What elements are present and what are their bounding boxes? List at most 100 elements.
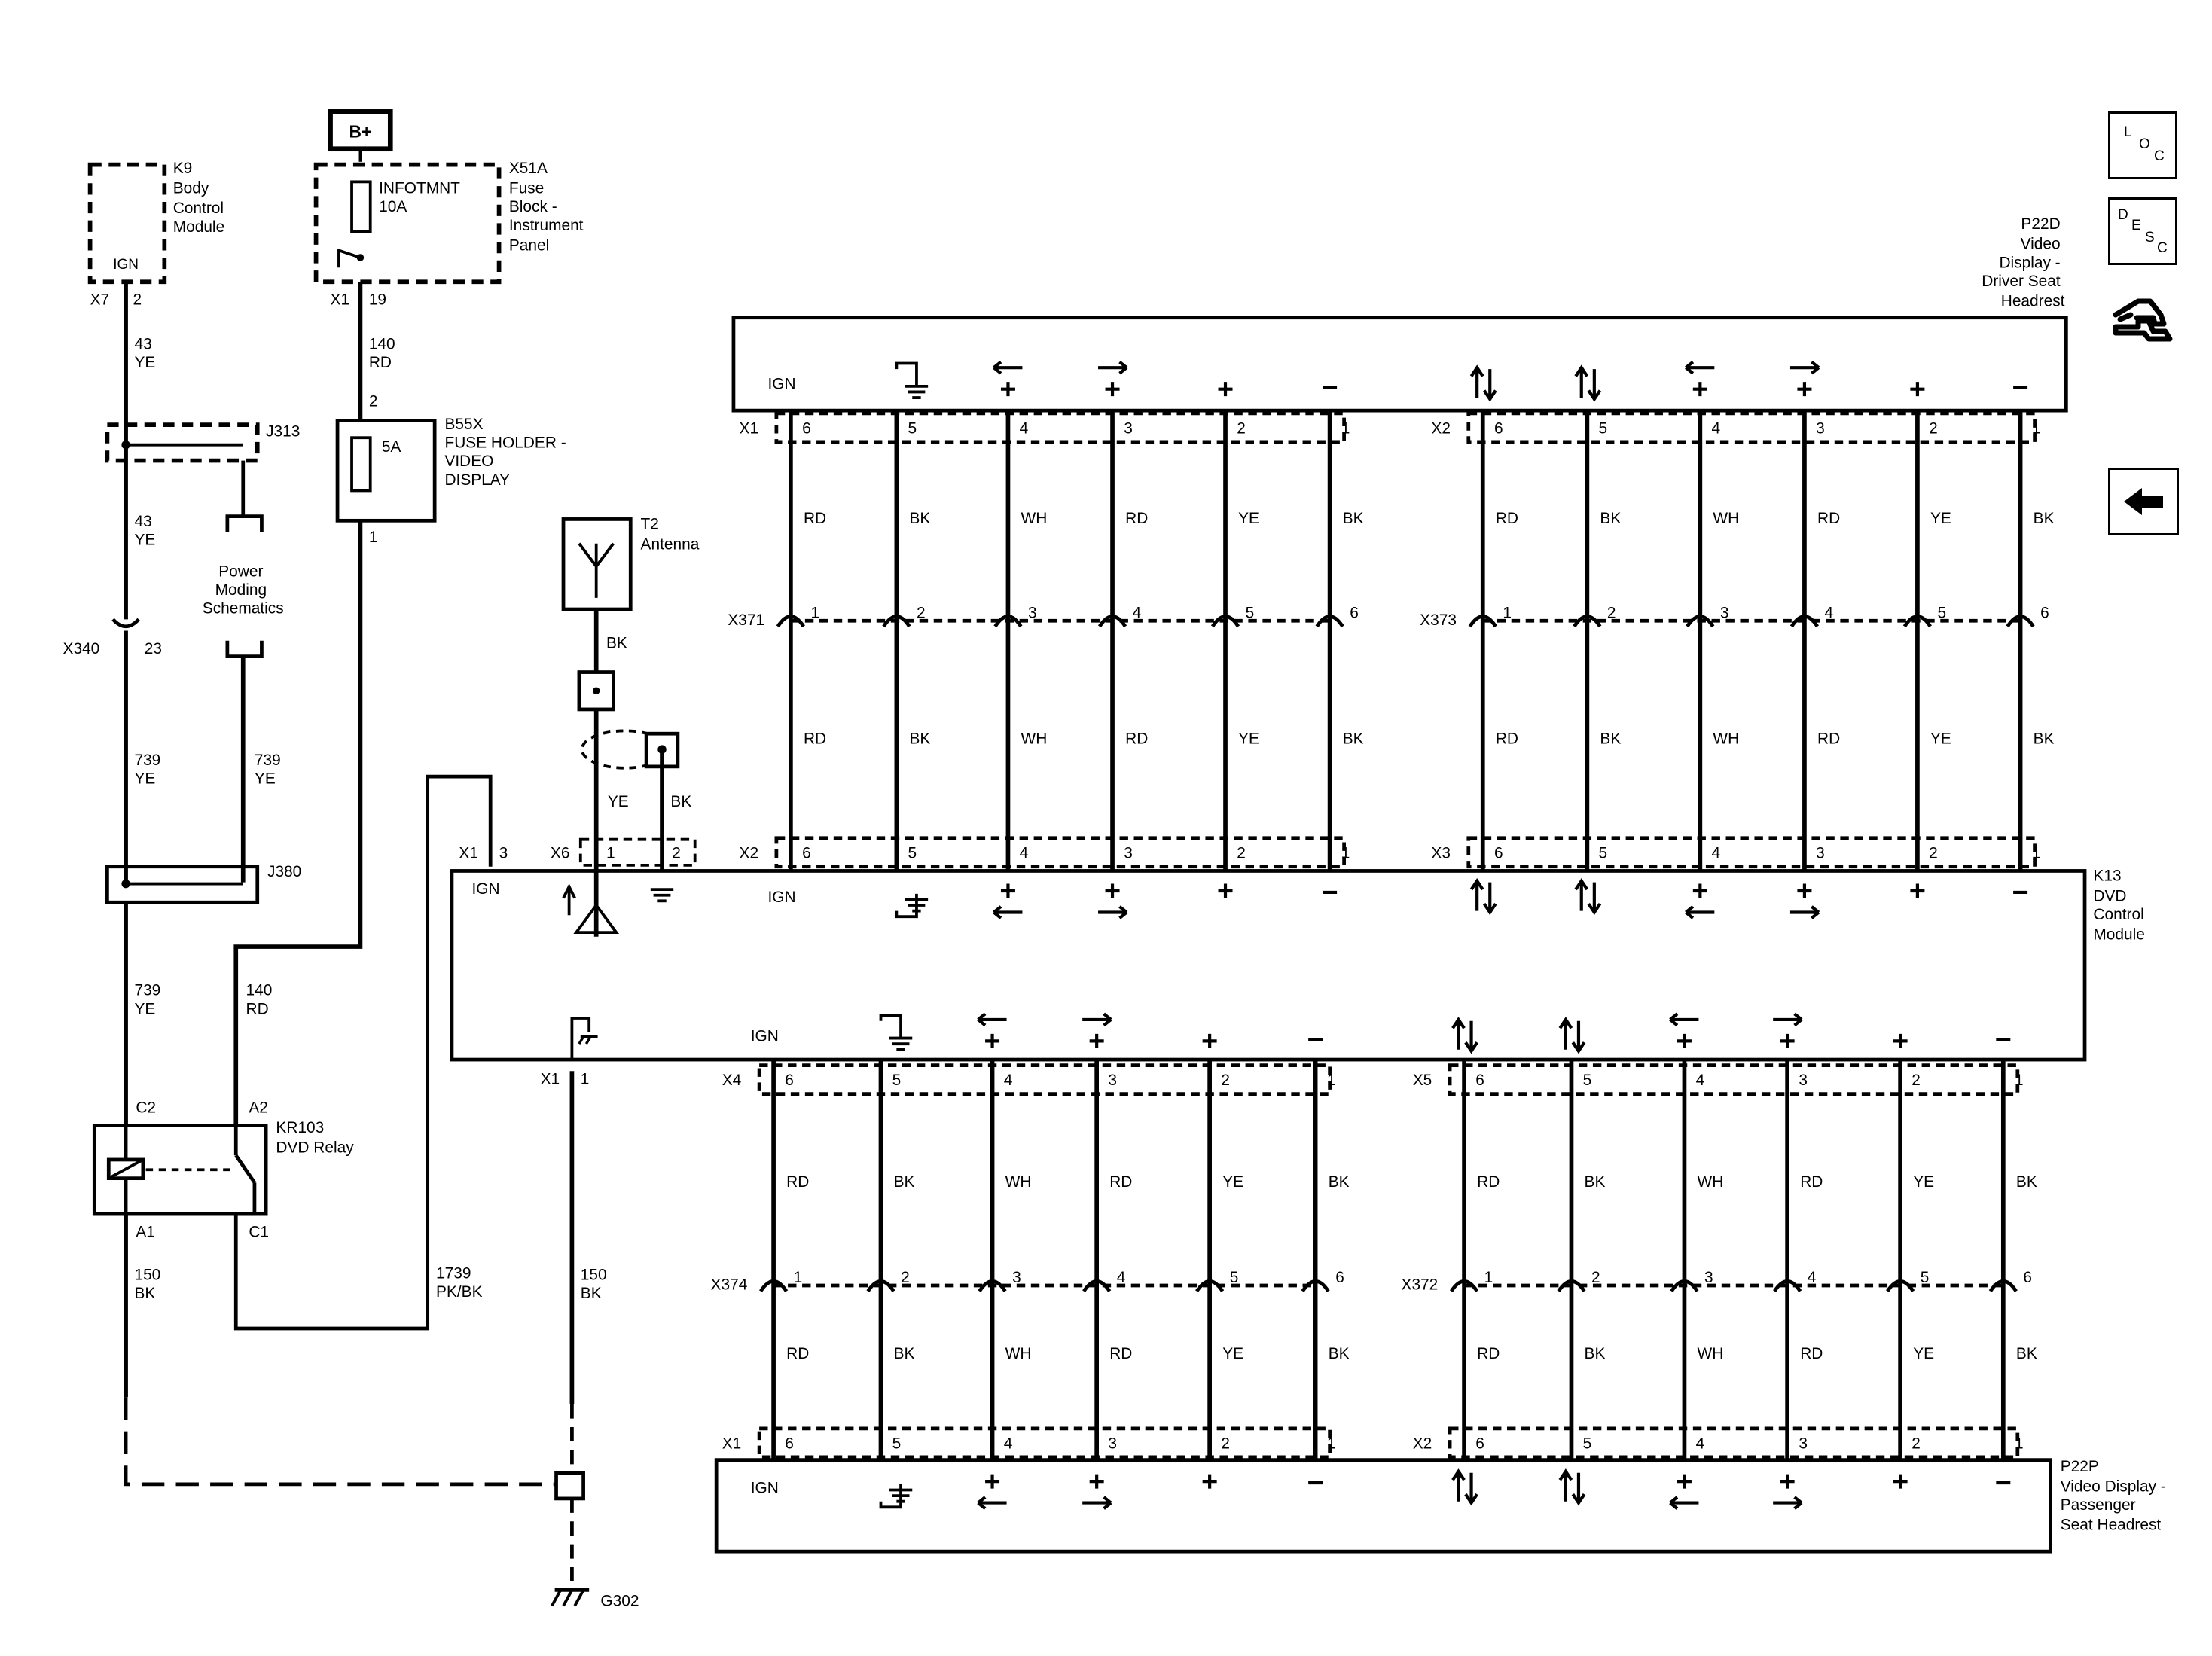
inline-connector-icon <box>1670 1279 1699 1292</box>
pin-number: 4 <box>1133 604 1142 621</box>
wire-color: BK <box>909 730 930 747</box>
power-moding-link[interactable]: Power Moding Schematics <box>203 563 284 617</box>
relay-switch-icon <box>234 1154 256 1184</box>
svg-text:YE: YE <box>608 793 629 810</box>
svg-text:1: 1 <box>606 844 615 862</box>
svg-text:BK: BK <box>670 793 691 810</box>
wire-color: BK <box>894 1173 915 1191</box>
fuse-infotmnt-label: INFOTMNT 10A <box>379 180 465 216</box>
wire-color: YE <box>1930 510 1951 527</box>
arrow-left-icon <box>1685 905 1715 919</box>
pin-number: 5 <box>892 1072 902 1089</box>
pin-number: 4 <box>1004 1435 1013 1452</box>
connector-tool-button[interactable] <box>2108 285 2177 352</box>
fuse-infotmnt-icon <box>350 180 372 233</box>
pin-number: 2 <box>1911 1072 1921 1089</box>
wire-color: BK <box>2016 1345 2037 1362</box>
ign-label: IGN <box>751 1027 779 1045</box>
pin-number: 1 <box>810 604 819 621</box>
j313-splice <box>105 422 260 463</box>
pin-number: 5 <box>1921 1269 1930 1286</box>
plus-icon <box>1089 1033 1104 1048</box>
pin-number: 6 <box>1350 604 1359 621</box>
inline-connector-icon <box>1773 1279 1802 1292</box>
svg-text:C2: C2 <box>136 1099 156 1116</box>
arrow-right-icon <box>1789 905 1820 919</box>
back-button[interactable] <box>2108 468 2179 535</box>
plus-icon <box>1202 1474 1217 1489</box>
k9-connector: X7 <box>90 291 110 309</box>
svg-text:X1: X1 <box>459 844 478 862</box>
pin-number: 2 <box>1591 1269 1600 1286</box>
pin-number: 6 <box>785 1435 794 1452</box>
pin-number: 3 <box>1799 1072 1808 1089</box>
pin-number: 4 <box>1825 604 1834 621</box>
plus-icon <box>1692 883 1707 898</box>
wire-color: YE <box>1238 510 1259 527</box>
plus-icon <box>985 1033 1000 1048</box>
inline-connector-icon <box>1789 615 1820 628</box>
pin-number: 3 <box>1799 1435 1808 1452</box>
pin-number: 6 <box>1494 844 1503 862</box>
kr103-dvd-relay <box>92 1124 268 1216</box>
wire-color: RD <box>1800 1345 1823 1362</box>
svg-text:B+: B+ <box>349 122 372 142</box>
arrow-right-icon <box>1098 360 1128 375</box>
loc-button[interactable]: L O C <box>2108 111 2177 179</box>
connector-label: X2 <box>1431 420 1451 438</box>
wire-color: BK <box>909 510 930 527</box>
pin-number: 3 <box>1108 1072 1117 1089</box>
pin-number: 3 <box>1124 844 1133 862</box>
inline-connector-icon <box>1301 1279 1330 1292</box>
plus-icon <box>1910 883 1925 898</box>
desc-button[interactable]: D E S C <box>2108 197 2177 265</box>
inline-connector-label: X373 <box>1420 611 1457 629</box>
inline-connector-icon <box>1315 615 1344 628</box>
svg-text:5A: 5A <box>382 438 401 456</box>
ground-icon <box>650 888 674 903</box>
inline-connector-icon <box>1573 615 1602 628</box>
pin-number: 4 <box>1696 1435 1705 1452</box>
plus-icon <box>1089 1474 1104 1489</box>
wire-color: RD <box>1496 730 1518 747</box>
pin-number: 5 <box>1246 604 1255 621</box>
pin-number: 5 <box>1583 1435 1592 1452</box>
pin-number: 2 <box>1607 604 1616 621</box>
p22d-video-display-driver <box>731 316 2068 413</box>
pin-number: 2 <box>1929 420 1938 438</box>
plus-icon <box>1780 1033 1795 1048</box>
wire-color: RD <box>786 1345 809 1362</box>
b55x-label: B55X FUSE HOLDER - VIDEO DISPLAY <box>444 416 570 489</box>
pin-number: 6 <box>1494 420 1503 438</box>
x51a-fuse-block <box>313 162 502 285</box>
x51a-connector: X1 <box>331 291 350 309</box>
plus-icon <box>1218 382 1233 397</box>
arrow-left-icon <box>1685 360 1715 375</box>
bidirectional-arrows-icon <box>1469 877 1497 916</box>
pin-number: 2 <box>1221 1435 1230 1452</box>
plus-icon <box>1893 1033 1908 1048</box>
b-plus-terminal: B+ <box>328 109 393 152</box>
svg-text:X1: X1 <box>541 1070 560 1087</box>
connector-label: X1 <box>722 1435 742 1452</box>
fuse-5a-icon <box>350 436 372 493</box>
pin-number: 5 <box>892 1435 902 1452</box>
pin-number: 2 <box>1237 420 1246 438</box>
pin-number: 1 <box>794 1269 803 1286</box>
inline-connector-icon <box>776 615 805 628</box>
svg-text:3: 3 <box>499 844 508 862</box>
plus-icon <box>1797 883 1812 898</box>
ground-g302-icon <box>551 1588 590 1607</box>
pin-number: 6 <box>1475 1072 1484 1089</box>
wire-color: RD <box>804 510 826 527</box>
wire-color: RD <box>1477 1345 1500 1362</box>
pin-number: 3 <box>1816 420 1825 438</box>
kr103-label: KR103 DVD Relay <box>276 1119 354 1157</box>
inline-connector-icon <box>1988 1279 2018 1292</box>
pin-number: 2 <box>1929 844 1938 862</box>
wire-color: RD <box>1109 1345 1132 1362</box>
inline-connector-icon <box>1210 615 1240 628</box>
